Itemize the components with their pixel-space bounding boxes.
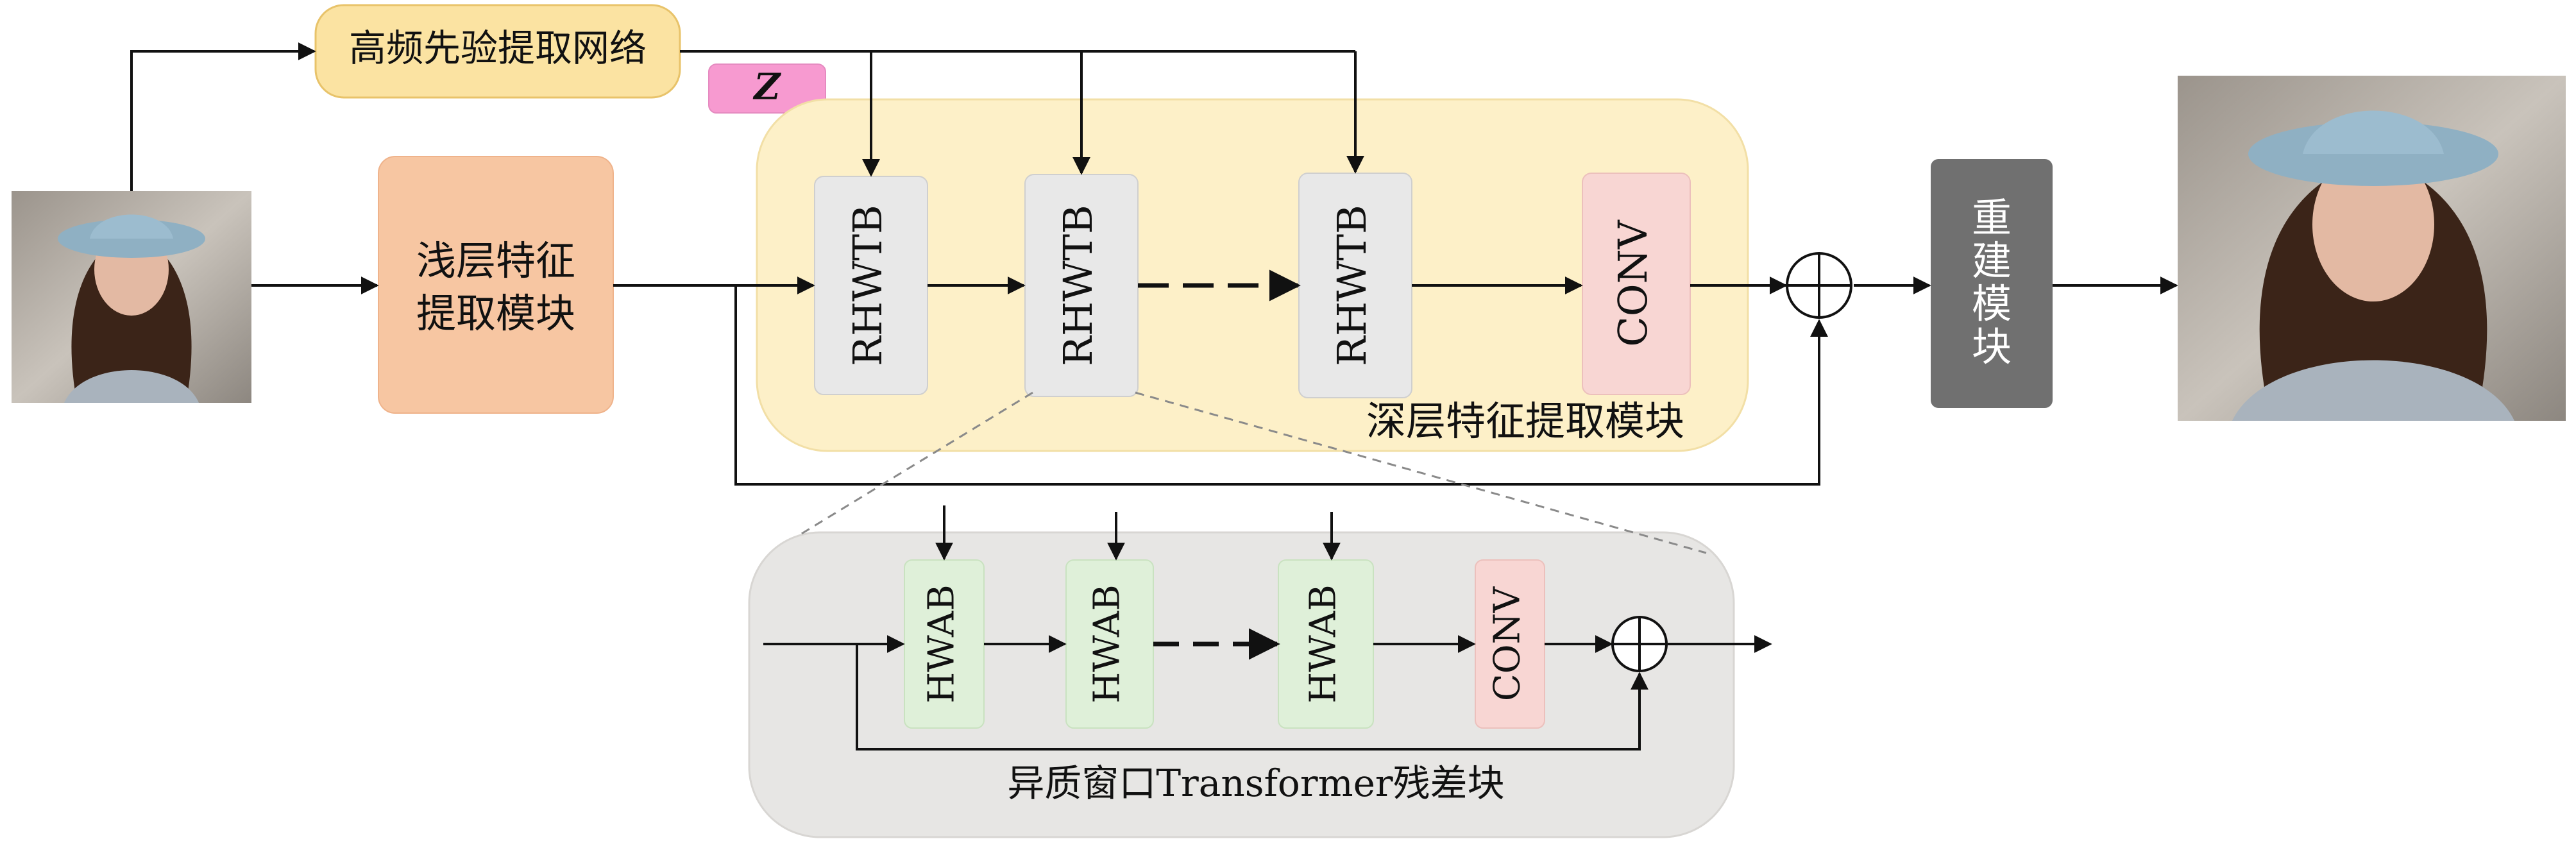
residual-conv-block: CONV [1475, 559, 1545, 729]
shallow-feature-module: 浅层特征 提取模块 [378, 156, 614, 414]
deep-conv-block: CONV [1582, 173, 1691, 395]
arrow-input-to-prior [130, 42, 316, 191]
hwab-label-1: HWAB [921, 584, 963, 703]
prior-network-label: 高频先验提取网络 [349, 26, 647, 70]
shallow-label-line2: 提取模块 [416, 290, 575, 337]
global-skip-connection [734, 285, 1828, 486]
hwab-label-3: HWAB [1303, 584, 1344, 703]
deep-feature-module: 深层特征提取模块 [756, 98, 1749, 452]
hwab-block-2: HWAB [1065, 559, 1154, 729]
sum-node-residual [1611, 616, 1668, 672]
recon-char-4: 块 [1972, 323, 2012, 370]
rhwtb-label-1: RHWTB [844, 205, 891, 366]
residual-caption: 异质窗口Transformer残差块 [1007, 761, 1504, 805]
residual-block-container: 异质窗口Transformer残差块 [748, 531, 1735, 838]
residual-skip-connection [856, 644, 1648, 750]
hwab-block-3: HWAB [1278, 559, 1374, 729]
rhwtb-label-3: RHWTB [1328, 205, 1375, 366]
rhwtb-block-3: RHWTB [1298, 173, 1412, 398]
residual-connectors [763, 505, 1772, 750]
rhwtb-block-1: RHWTB [814, 176, 928, 395]
connectors [130, 42, 2178, 486]
zoom-guides [800, 391, 1707, 554]
recon-char-3: 模 [1972, 280, 2012, 327]
deep-conv-label: CONV [1609, 219, 1656, 347]
sum-node-main [1786, 252, 1852, 319]
rhwtb-label-2: RHWTB [1055, 205, 1101, 366]
rhwtb-block-2: RHWTB [1024, 174, 1139, 397]
output-image [2178, 76, 2566, 421]
residual-conv-label: CONV [1487, 586, 1529, 701]
recon-char-2: 建 [1972, 237, 2012, 284]
hwab-label-2: HWAB [1087, 584, 1128, 703]
z-tag: Z [708, 64, 826, 114]
prior-network-box: 高频先验提取网络 [314, 4, 681, 99]
hwab-block-1: HWAB [904, 559, 985, 729]
reconstruction-module: 重 建 模 块 [1931, 159, 2053, 408]
input-image [12, 191, 251, 403]
recon-char-1: 重 [1972, 194, 2012, 241]
z-label: Z [753, 66, 782, 108]
shallow-label-line1: 浅层特征 [416, 237, 575, 284]
deep-module-caption: 深层特征提取模块 [1366, 398, 1684, 445]
